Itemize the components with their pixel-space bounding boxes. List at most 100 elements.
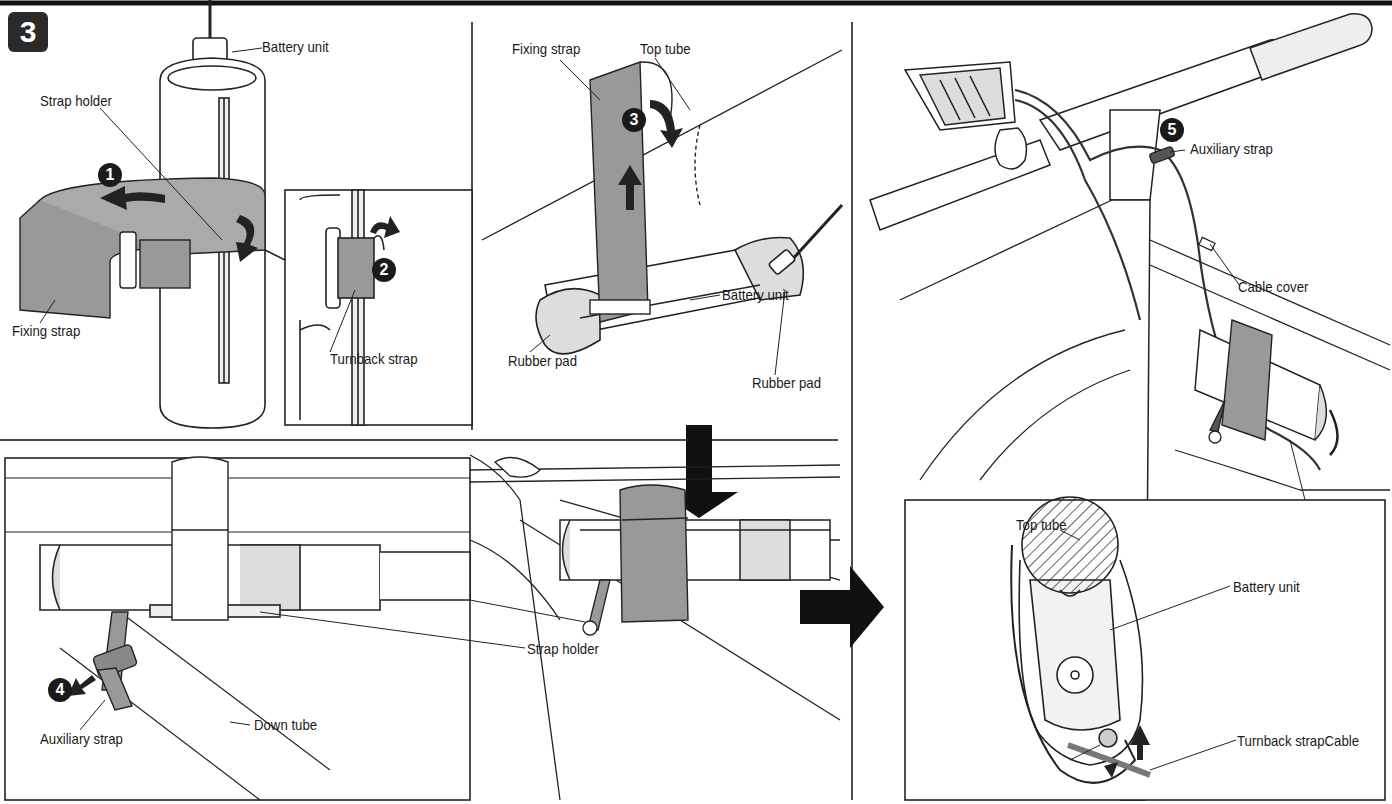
part-label: Fixing strap	[12, 322, 80, 340]
detail-inset	[265, 250, 285, 260]
detail-inset	[357, 190, 359, 425]
detail-inset	[60, 648, 260, 800]
headlight	[920, 68, 1005, 125]
handlebar	[1250, 14, 1372, 80]
direction-arrow	[68, 675, 96, 696]
callout-number: 1	[98, 163, 122, 187]
battery-unit-horizontal	[790, 205, 842, 262]
detail-inset	[5, 458, 470, 800]
detail-inset	[285, 190, 472, 425]
node-text: 3	[20, 15, 37, 49]
node-text: 5	[1168, 121, 1177, 139]
cross-section-inset	[905, 497, 1385, 800]
bike-frame	[1150, 240, 1390, 345]
fixing-strap	[20, 200, 160, 318]
part-label: Battery unit	[1233, 578, 1300, 596]
fixing-strap	[622, 518, 688, 520]
node-text: 4	[56, 681, 65, 699]
leader-line	[690, 295, 720, 300]
headlight	[955, 78, 975, 118]
leader-line	[40, 48, 785, 730]
direction-arrow	[370, 216, 400, 238]
part-label: Turnback strap	[330, 350, 418, 368]
bike-frame	[980, 370, 1130, 480]
headlight	[970, 76, 990, 116]
battery-unit-vertical	[168, 66, 256, 90]
leader-line	[80, 700, 105, 730]
detail-inset	[5, 477, 470, 478]
leader-line	[1290, 440, 1305, 500]
cable-cover	[1199, 237, 1215, 250]
leader-line	[260, 612, 525, 648]
fixing-strap	[590, 300, 650, 314]
battery-unit-horizontal	[536, 289, 600, 354]
auxiliary-strap	[98, 668, 132, 710]
leader-line	[1070, 745, 1100, 760]
detail-inset	[352, 190, 364, 425]
leader-line	[1210, 244, 1240, 286]
battery-unit-vertical	[209, 0, 212, 40]
fixing-strap	[590, 62, 672, 322]
callout-number: 5	[1160, 118, 1184, 142]
leader-line	[330, 290, 355, 352]
leader-line	[655, 58, 690, 110]
cable-cover	[1199, 237, 1215, 250]
direction-arrow	[1130, 725, 1150, 760]
cross-section-inset	[1030, 580, 1120, 730]
auxiliary-strap	[583, 621, 597, 635]
direction-arrow	[650, 100, 683, 148]
step-number: 3	[8, 12, 48, 52]
leader-line	[1110, 586, 1230, 630]
node-text: 3	[630, 111, 639, 129]
handlebar	[1040, 40, 1288, 150]
cable	[1015, 100, 1140, 320]
detail-inset	[374, 236, 384, 250]
auxiliary-strap	[1209, 431, 1221, 443]
direction-arrow	[618, 165, 642, 210]
leader-line	[232, 48, 262, 52]
detail-inset	[300, 325, 330, 330]
battery-unit-horizontal	[740, 520, 790, 580]
direction-arrow	[236, 215, 258, 262]
part-label: Auxiliary strap	[40, 730, 123, 748]
part-label: Turnback strapCable	[1237, 732, 1359, 750]
part-label: Strap holder	[40, 92, 112, 110]
fixing-strap	[172, 457, 228, 620]
top-tube	[482, 50, 842, 240]
battery-unit-horizontal	[536, 205, 842, 354]
fixing-strap	[140, 240, 190, 288]
auxiliary-strap	[583, 580, 610, 635]
cable	[1015, 90, 1320, 470]
bike-frame	[470, 540, 560, 620]
panel-divider	[851, 22, 853, 800]
callout-number: 4	[48, 678, 72, 702]
auxiliary-strap	[92, 612, 137, 710]
fixing-strap	[172, 457, 228, 620]
direction-arrow	[370, 216, 400, 238]
battery-unit-horizontal	[580, 529, 830, 531]
bike-frame	[470, 455, 560, 800]
leader-line	[470, 600, 585, 622]
fixing-strap	[120, 232, 136, 288]
battery-unit-horizontal	[830, 539, 840, 541]
cross-section-inset	[905, 500, 1385, 800]
fixing-strap	[620, 485, 688, 622]
bike-frame	[1175, 450, 1390, 490]
part-label: Auxiliary strap	[1190, 140, 1273, 158]
leader-line	[560, 60, 600, 100]
battery-unit-horizontal	[768, 249, 795, 275]
detail-inset	[299, 320, 301, 420]
part-label: Strap holder	[527, 640, 599, 658]
detail-inset	[380, 552, 470, 600]
part-label: Battery unit	[722, 286, 789, 304]
part-label: Top tube	[1016, 516, 1067, 534]
cross-section-inset	[1022, 497, 1118, 593]
part-label: Cable cover	[1238, 278, 1308, 296]
cross-section-inset	[1057, 657, 1093, 693]
part-label: Rubber pad	[508, 352, 577, 370]
detail-inset	[5, 458, 470, 800]
fixing-strap	[172, 529, 228, 530]
top-tube	[482, 50, 842, 240]
